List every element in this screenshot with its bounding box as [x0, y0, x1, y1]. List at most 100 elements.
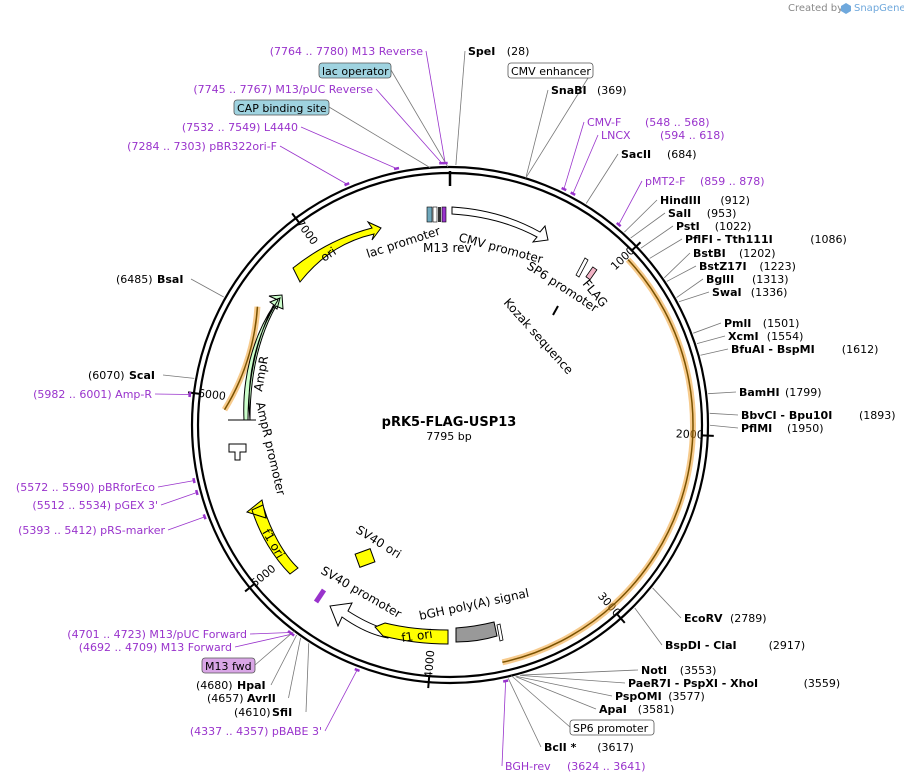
primer-mark	[393, 166, 400, 171]
primer-leader	[154, 393, 190, 395]
tick-mark	[616, 613, 626, 624]
f1-ori-bottom-arrow	[374, 622, 449, 645]
primer-leader	[425, 50, 446, 164]
enzyme-name: SwaI	[712, 286, 742, 299]
enzyme-site: (6070)ScaI	[88, 369, 155, 382]
sv40-promoter-arrow	[329, 602, 391, 639]
enzyme-site: BstBI(1202)	[693, 247, 776, 260]
enzyme-position: (369)	[597, 84, 627, 97]
tick-label: 7000	[293, 217, 320, 247]
svg-text:M13 fwd: M13 fwd	[205, 660, 252, 673]
primer-site: (5572 .. 5590) pBRforEco	[16, 481, 155, 494]
enzyme-leader	[649, 238, 683, 259]
primer-leader	[572, 134, 599, 194]
svg-text:SnapGene: SnapGene	[854, 3, 904, 14]
primer-range: (859 .. 878)	[700, 175, 765, 188]
sp6-promoter-small-arrow	[496, 623, 504, 642]
enzyme-position: (1501)	[763, 317, 800, 330]
primer-label: (5572 .. 5590) pBRforEco	[16, 481, 155, 494]
enzyme-leader	[666, 265, 697, 282]
label-f1-ori-left: f1 ori	[259, 527, 287, 561]
lac-operator-mark	[426, 206, 433, 223]
backbone-outer	[190, 165, 710, 685]
primer-site: (4692 .. 4709) M13 Forward	[79, 641, 232, 654]
enzyme-site: BbvCI - Bpu10I (1893)	[741, 409, 896, 422]
primer-mark	[344, 182, 350, 187]
primer-label: (4337 .. 4357) pBABE 3'	[190, 725, 322, 738]
enzyme-site: SnaBI(369)	[551, 84, 627, 97]
enzyme-name: PflMI	[741, 422, 772, 435]
enzyme-position: (1612)	[842, 343, 879, 356]
enzyme-name: ApaI	[599, 703, 627, 716]
box-leader	[328, 106, 431, 169]
enzyme-site: NotI(3553)	[641, 664, 716, 677]
enzyme-leader	[693, 322, 722, 334]
box-leader	[390, 69, 449, 168]
primer-marks	[188, 161, 622, 683]
enzyme-leader	[455, 50, 466, 166]
enzyme-site: BglII(1313)	[706, 273, 789, 286]
enzyme-position: (1893)	[859, 409, 896, 422]
enzyme-name: PaeR7I - PspXI - XhoI	[628, 677, 758, 690]
enzyme-site: SwaI(1336)	[712, 286, 787, 299]
enzyme-position: (3559)	[804, 677, 841, 690]
box-cap-binding-site: CAP binding site	[233, 99, 330, 116]
primer-leader	[160, 492, 197, 506]
enzyme-leader	[521, 669, 639, 676]
enzyme-leader	[516, 675, 613, 697]
enzyme-site: PmlI(1501)	[724, 317, 799, 330]
primer-site: (7764 .. 7780) M13 Reverse	[270, 45, 423, 58]
primer-leader	[618, 180, 643, 225]
m13-rev-mark	[441, 206, 447, 223]
enzyme-leader	[700, 348, 729, 356]
ampr-arrow	[228, 294, 284, 421]
enzyme-site: SpeI(28)	[468, 45, 529, 58]
enzyme-leader	[515, 676, 597, 710]
enzyme-position: (1554)	[767, 330, 804, 343]
ori-arrow	[292, 220, 382, 283]
enzyme-leader	[708, 391, 737, 395]
enzyme-position: (6485)	[116, 273, 153, 286]
orf-arc-line	[502, 259, 694, 664]
enzyme-name: BamHI	[739, 386, 780, 399]
enzyme-leader	[624, 199, 658, 233]
primer-mark	[502, 679, 509, 683]
primer-site: CMV-F(548 .. 568)	[587, 116, 710, 129]
plasmid-title: pRK5-FLAG-USP13	[382, 415, 517, 430]
enzyme-site: SalI(953)	[668, 207, 736, 220]
label-sv40-promoter: SV40 promoter	[319, 563, 405, 620]
label-ampr-promoter: AmpR promoter	[253, 401, 288, 497]
enzyme-site: (4680)HpaI	[196, 679, 266, 692]
box-sp6-promoter: SP6 promoter	[569, 719, 655, 736]
primer-leader	[501, 681, 507, 767]
enzyme-site: PflFI - Tth111I(1086)	[685, 233, 847, 246]
enzyme-name: NotI	[641, 664, 667, 677]
enzyme-position: (1223)	[759, 260, 796, 273]
enzyme-name: SpeI	[468, 45, 495, 58]
primer-mark	[354, 667, 360, 673]
enzyme-name: BspDI - ClaI	[665, 639, 737, 652]
enzyme-leader	[709, 412, 739, 416]
enzyme-position: (3617)	[597, 741, 634, 754]
enzyme-position: (1086)	[810, 233, 847, 246]
primer-leader	[300, 126, 397, 169]
box-cmv-enhancer: CMV enhancer	[507, 62, 594, 79]
enzyme-leader	[640, 225, 674, 249]
box-leader	[511, 675, 571, 728]
kozak-mark	[552, 305, 559, 316]
enzyme-position: (6070)	[88, 369, 125, 382]
primer-site: (5512 .. 5534) pGEX 3'	[32, 499, 158, 512]
f1-ori-left-arrow	[245, 499, 299, 575]
enzyme-site: PaeR7I - PspXI - XhoI (3559)	[628, 677, 840, 690]
leader-lines	[154, 50, 739, 767]
enzyme-leader	[190, 278, 224, 298]
tick-label: 4000	[422, 650, 437, 679]
enzyme-name: BbvCI - Bpu10I	[741, 409, 832, 422]
enzyme-leader	[525, 89, 549, 177]
primer-range: (548 .. 568)	[645, 116, 710, 129]
enzyme-name: BglII	[706, 273, 734, 286]
m13-fwd-mark	[313, 588, 327, 604]
enzyme-leader	[507, 678, 542, 748]
primer-leader	[279, 145, 348, 185]
